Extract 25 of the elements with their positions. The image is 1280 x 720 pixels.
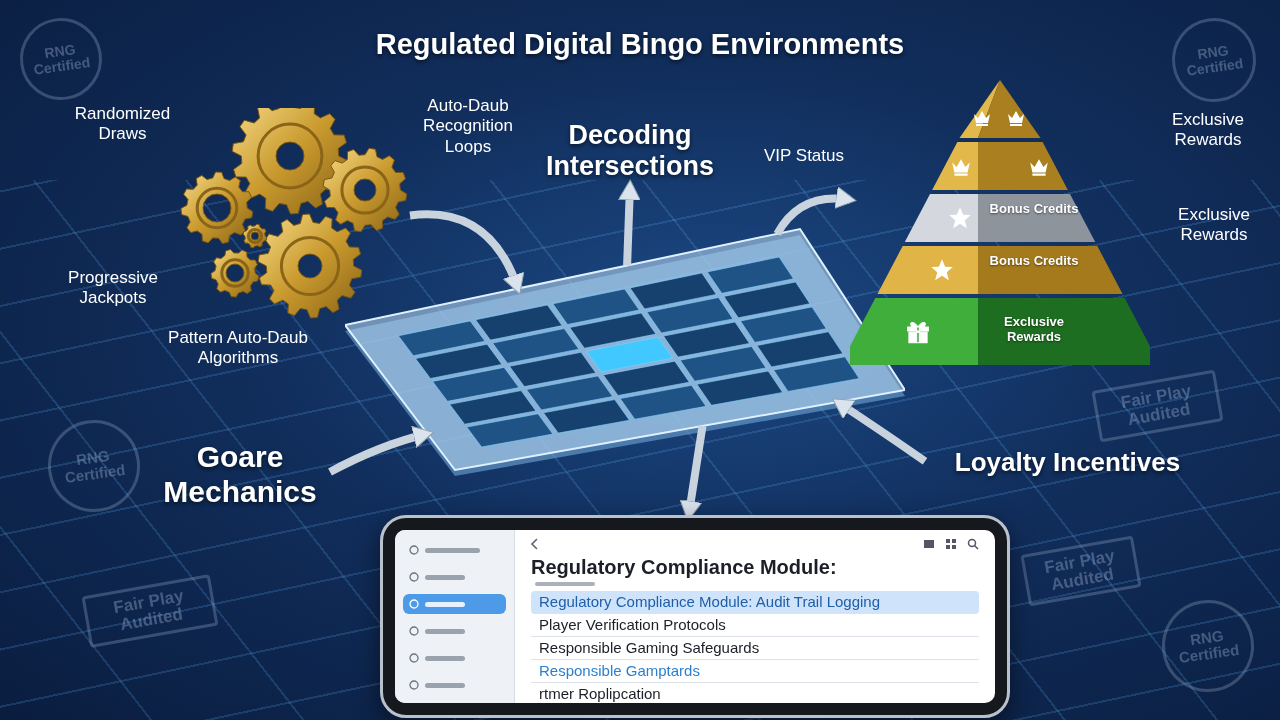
arrow: [773, 186, 857, 236]
tablet-device: [380, 515, 1010, 718]
list-item: Player Verification Protocols: [531, 614, 979, 637]
arrow: [328, 426, 434, 476]
feature-label: Randomized Draws: [73, 104, 172, 145]
tier-label: Bonus Credits: [988, 254, 1080, 269]
feature-label: Progressive Jackpots: [67, 268, 159, 309]
arrow: [832, 398, 928, 465]
arrow: [409, 210, 524, 295]
list-item: Responsible Gaming Safeguards: [531, 637, 979, 660]
feature-label: Auto-Daub Recognition Loops: [422, 96, 514, 158]
feature-label: Exclusive Rewards: [1171, 110, 1245, 151]
list-item: Responsible Gamptards: [531, 660, 979, 683]
list-item: Regulatory Compliance Module: Audit Trail Logging: [531, 591, 979, 614]
title: Regulated Digital Bingo Environments: [374, 28, 906, 61]
tier-label: Exclusive Rewards: [1003, 315, 1065, 345]
feature-label: Pattern Auto-Daub Algorithms: [168, 328, 308, 369]
callout-text: Loyalty Incentives: [925, 448, 1210, 492]
list-item: rtmer Roplipcation: [531, 683, 979, 703]
feature-label: VIP Status: [763, 146, 845, 167]
callout-text: Goare Mechanics: [150, 440, 330, 520]
arrow: [618, 179, 641, 266]
feature-label: Exclusive Rewards: [1177, 205, 1251, 246]
tier-label: Bonus Credits: [988, 202, 1080, 217]
module-heading: Regulatory Compliance Module:: [531, 556, 838, 579]
